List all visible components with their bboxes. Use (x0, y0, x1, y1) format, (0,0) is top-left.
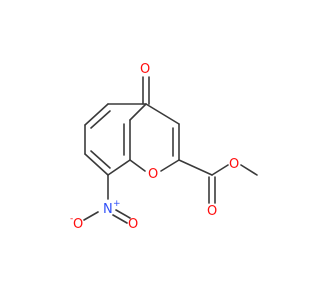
bond-nitro-n-o-double-2 (112, 214, 128, 224)
bond-nitro-n-o-double (115, 209, 131, 219)
ring-oxygen-label: O (148, 167, 158, 182)
bond-c5-c6-double (90, 110, 111, 129)
bond-c8-c8a (107, 159, 131, 176)
bond-ester-c-o-single (211, 164, 229, 176)
bond-nitro-n-o-minus (83, 211, 99, 221)
nitro-nitrogen-label: N (103, 202, 113, 217)
bond-o1-c8a (129, 159, 146, 172)
bond-c5-c6 (84, 103, 109, 126)
ester-ether-oxygen-label: O (229, 157, 239, 172)
bond-c4-c3 (145, 103, 180, 125)
bond-c2-ester-c (178, 159, 213, 176)
bond-c4a-c4 (129, 103, 147, 121)
carbonyl-oxygen-label: O (140, 62, 150, 77)
bond-c7-c8-double (90, 150, 111, 169)
molecule-structure: O O O O N + O - O (70, 62, 258, 232)
nitro-oxygen-minus-label: O (73, 217, 83, 232)
nitro-oxygen-double-label: O (128, 217, 138, 232)
bond-c7-c8 (84, 153, 109, 176)
ester-carbonyl-oxygen-label: O (207, 204, 217, 219)
bond-c2-o1 (160, 159, 180, 172)
bond-ester-o-methyl (240, 164, 258, 176)
nitro-nitrogen-charge: + (113, 199, 121, 209)
nitro-oxygen-charge: - (70, 214, 73, 224)
